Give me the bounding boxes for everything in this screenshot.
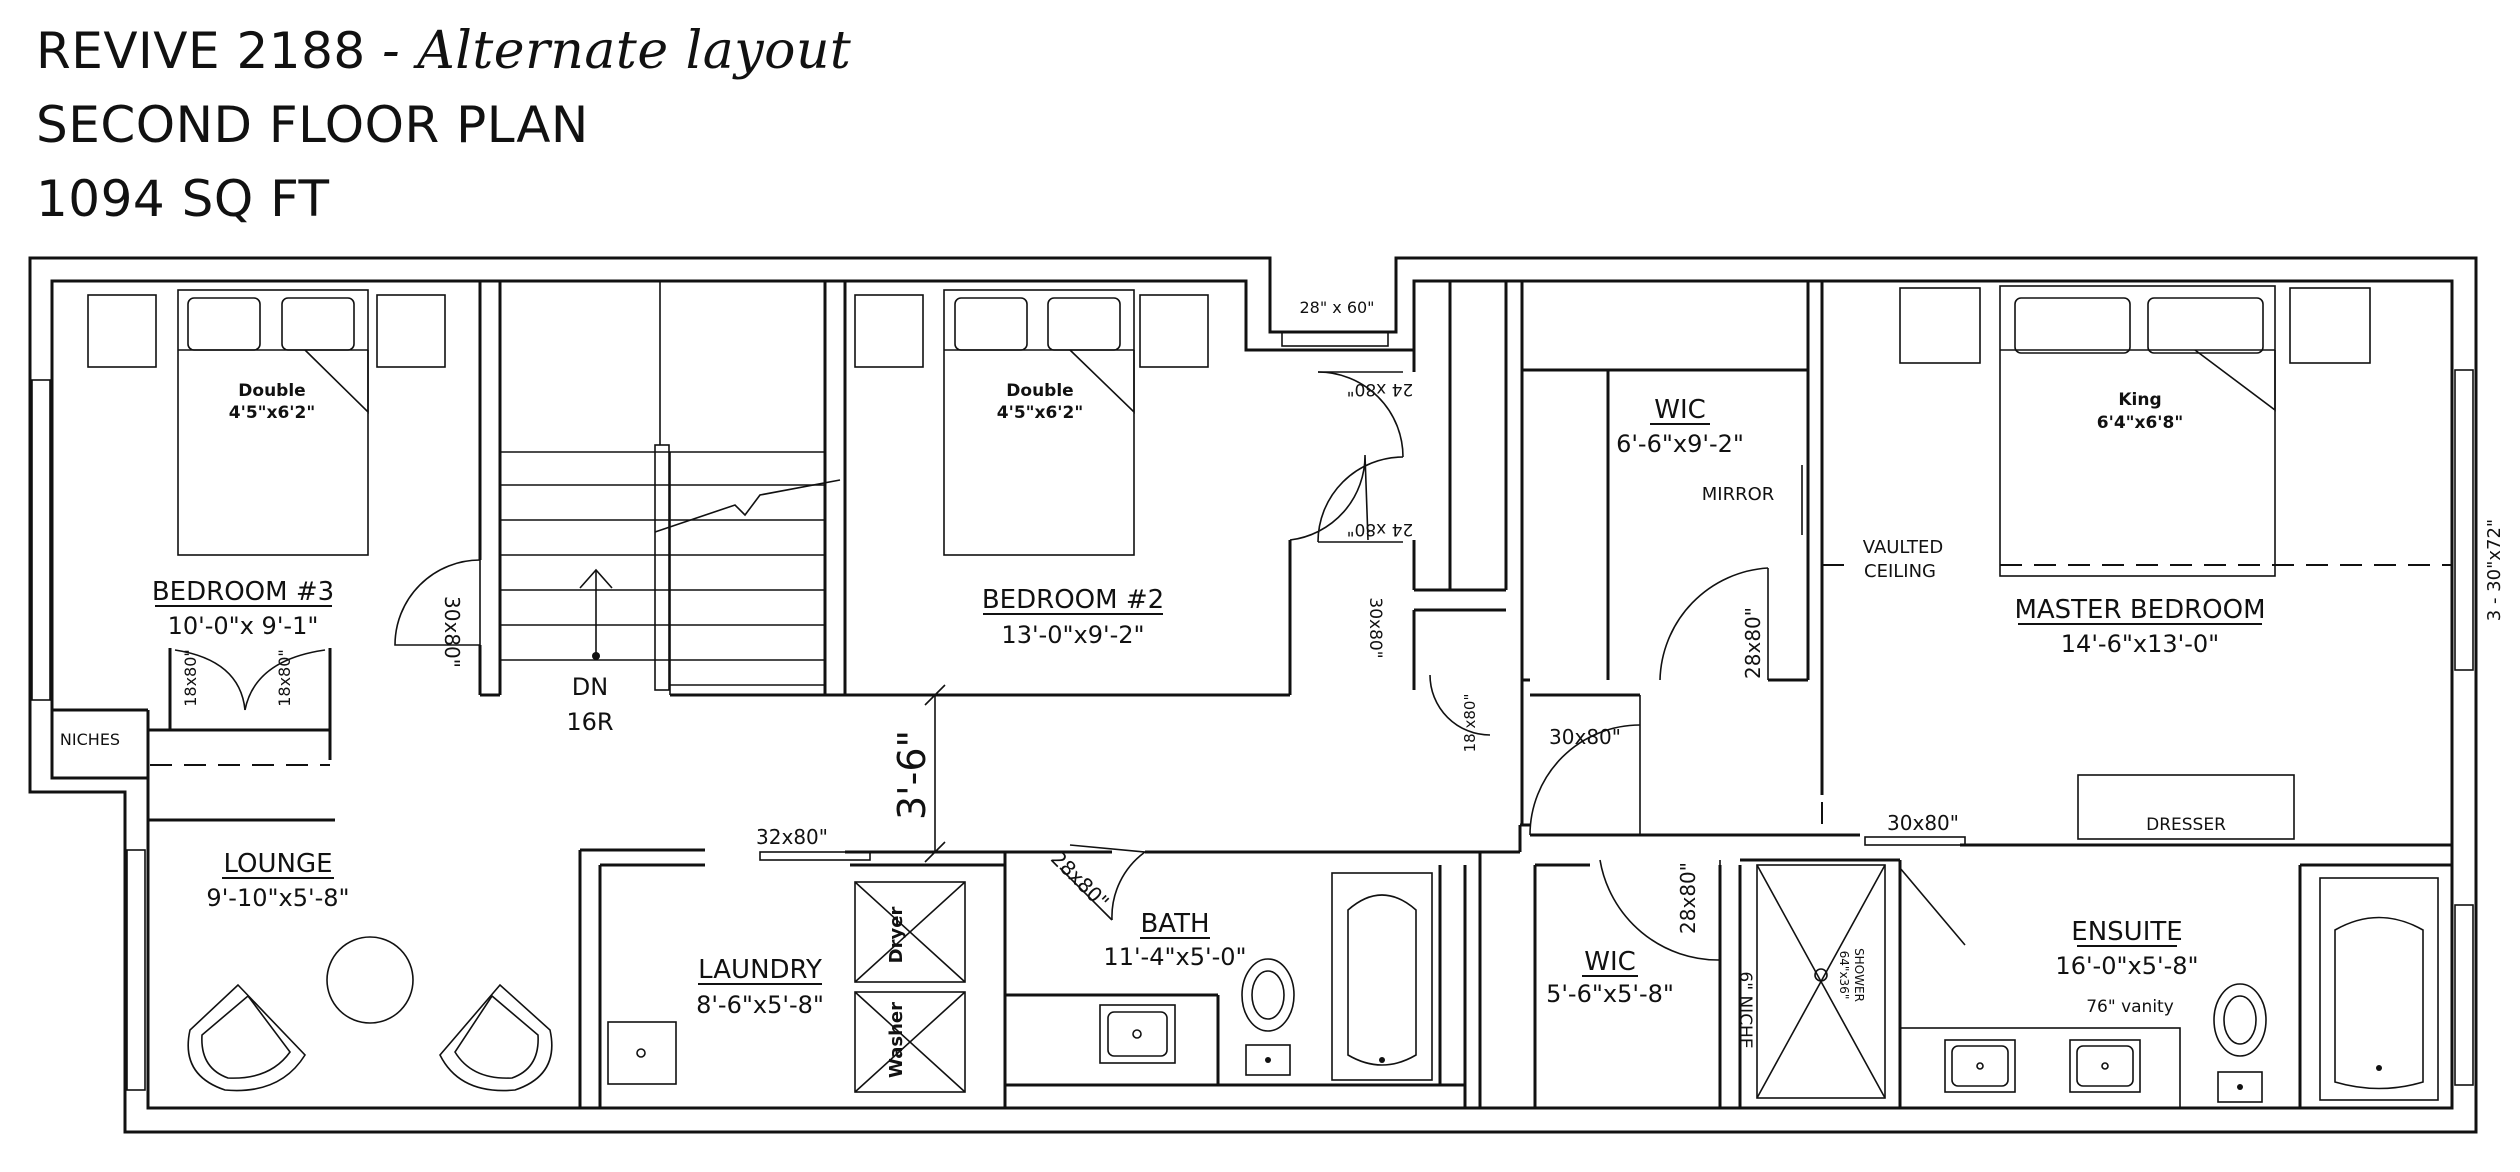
room-name-bedroom-3: BEDROOM #3 <box>152 577 334 607</box>
door-closet-l: 18x80" <box>181 649 200 707</box>
bed-bedroom-2 <box>854 289 1209 556</box>
lounge-furniture <box>187 936 553 1092</box>
room-name-ensuite: ENSUITE <box>2071 917 2182 947</box>
door-b3: 30x80" <box>440 596 464 668</box>
floor-area: 1094 SQ FT <box>36 170 330 228</box>
room-name-wic-bottom: WIC <box>1584 947 1636 977</box>
door-laundry: 32x80" <box>756 825 828 849</box>
mirror-label: MIRROR <box>1702 484 1775 505</box>
room-name-bath: BATH <box>1140 909 1209 939</box>
door-labels: 30x80" 18x80" 18x80" 24 x80" 24 x80" 30x… <box>181 379 1959 934</box>
doors <box>174 371 1966 961</box>
door-linen-mid: 24 x80" <box>1347 519 1414 539</box>
room-dims-bedroom-3: 10'-0"x 9'-1" <box>168 612 319 640</box>
dresser-label: DRESSER <box>2146 815 2226 835</box>
room-name-master: MASTER BEDROOM <box>2014 595 2265 625</box>
room-dims-wic-bottom: 5'-6"x5'-8" <box>1546 980 1674 1008</box>
room-dims-bath: 11'-4"x5'-0" <box>1103 943 1246 971</box>
window-right-label: 3 - 30"x72" <box>2484 519 2505 621</box>
ensuite-fixtures <box>1756 465 2439 1109</box>
vanity-label: 76" vanity <box>2086 997 2174 1017</box>
bed2-size: 4'5"x6'2" <box>997 403 1083 423</box>
master-bed-type: King <box>2118 390 2161 410</box>
door-linen-top: 24 x80" <box>1347 379 1414 399</box>
niche-label: 6" NICHE <box>1735 971 1755 1048</box>
hall-width-label: 3'-6" <box>890 730 934 820</box>
dryer-label: Dryer <box>886 907 907 964</box>
room-dims-bedroom-2: 13'-0"x9'-2" <box>1001 621 1144 649</box>
bed-bedroom-3 <box>87 289 446 556</box>
room-labels: BEDROOM #3 10'-0"x 9'-1" BEDROOM #2 13'-… <box>152 395 2266 1019</box>
bed3-size: 4'5"x6'2" <box>229 403 315 423</box>
door-ensuite: 30x80" <box>1887 811 1959 835</box>
windows <box>31 331 2474 1091</box>
bed-master <box>1899 285 2371 577</box>
bed2-type: Double <box>1006 381 1073 401</box>
door-small: 18 x80" <box>1461 694 1479 753</box>
bed-labels: Double 4'5"x6'2" Double 4'5"x6'2" King 6… <box>229 381 2183 433</box>
room-dims-master: 14'-6"x13'-0" <box>2061 630 2219 658</box>
room-name-bedroom-2: BEDROOM #2 <box>982 585 1164 615</box>
window-top-label: 28" x 60" <box>1299 298 1374 317</box>
door-wic-bottom: 28x80" <box>1676 862 1700 934</box>
bed3-type: Double <box>238 381 305 401</box>
hall-dimension <box>924 684 946 863</box>
room-dims-wic-top: 6'-6"x9'-2" <box>1616 430 1744 458</box>
misc-labels: DN 16R NICHES MIRROR VAULTED CEILING DRE… <box>60 484 2226 1078</box>
niches-label: NICHES <box>60 730 120 749</box>
shower-label: SHOWER <box>1852 948 1866 1002</box>
door-b2: 30x80" <box>1365 597 1385 658</box>
room-name-wic-top: WIC <box>1654 395 1706 425</box>
title-line: REVIVE 2188 - Alternate layout <box>36 14 851 88</box>
staircase <box>499 281 841 695</box>
door-wic: 30x80" <box>1549 725 1621 749</box>
master-bed-size: 6'4"x6'8" <box>2097 413 2183 433</box>
interior-walls <box>52 281 2452 1110</box>
ceiling-label: CEILING <box>1864 561 1936 582</box>
room-name-laundry: LAUNDRY <box>698 955 822 985</box>
washer-label: Washer <box>886 1002 907 1078</box>
window-labels: 28" x 60" 3 - 30"x72" <box>1299 298 2505 621</box>
project-name: REVIVE 2188 <box>36 22 366 80</box>
shower-size: 64"x36" <box>1837 951 1851 1000</box>
door-closet-r: 18x80" <box>275 649 294 707</box>
stairs-direction: DN <box>572 673 608 701</box>
layout-subtitle: - Alternate layout <box>382 21 852 81</box>
room-name-lounge: LOUNGE <box>223 849 332 879</box>
bath-fixtures <box>1099 872 1433 1081</box>
stairs-risers: 16R <box>566 708 613 736</box>
floor-title: SECOND FLOOR PLAN <box>36 96 589 154</box>
vaulted-label: VAULTED <box>1863 537 1943 558</box>
room-dims-laundry: 8'-6"x5'-8" <box>696 991 824 1019</box>
laundry-fixtures <box>607 881 966 1093</box>
room-dims-ensuite: 16'-0"x5'-8" <box>2055 952 2198 980</box>
door-bath: 28x80" <box>1046 846 1114 914</box>
door-wic-top: 28x80" <box>1741 607 1765 679</box>
plan-header: REVIVE 2188 - Alternate layout SECOND FL… <box>36 14 851 236</box>
room-dims-lounge: 9'-10"x5'-8" <box>206 884 349 912</box>
